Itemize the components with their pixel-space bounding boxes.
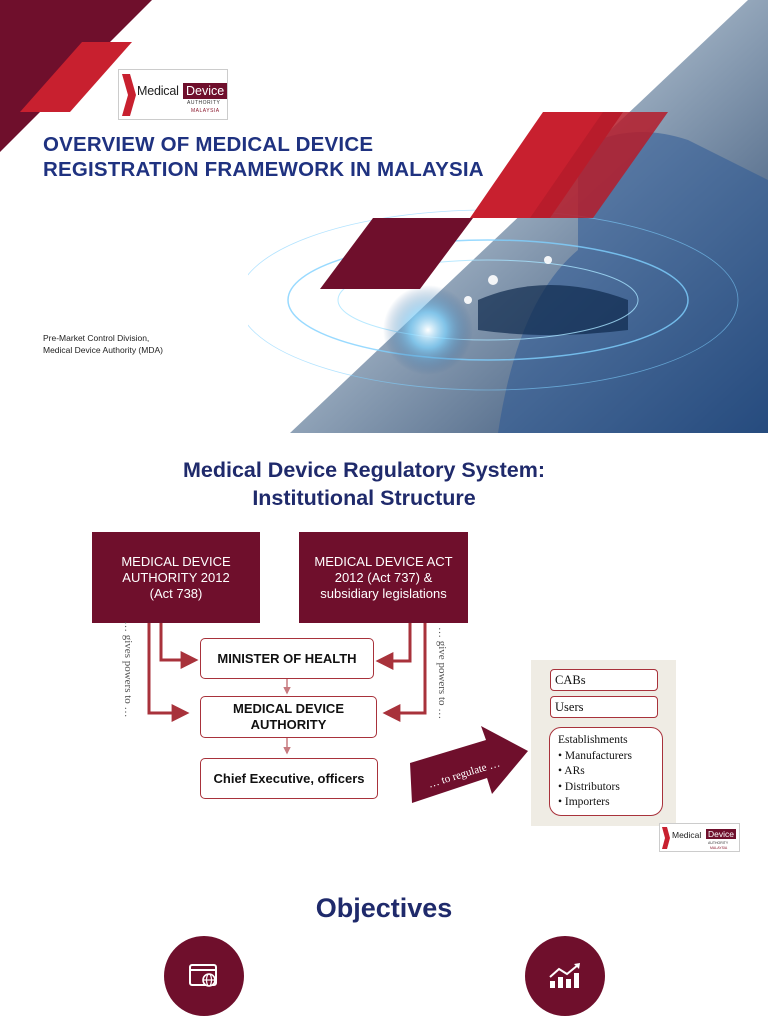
cabs-box: CABs xyxy=(550,669,658,691)
title-line-1: OVERVIEW OF MEDICAL DEVICE xyxy=(43,133,374,156)
logo-sub-authority: AUTHORITY xyxy=(708,841,729,845)
logo-word-device: Device xyxy=(183,83,228,99)
cabs-label: CABs xyxy=(555,672,586,687)
presentation-title: OVERVIEW OF MEDICAL DEVICE REGISTRATION … xyxy=(43,132,603,182)
list-item: Distributors xyxy=(558,780,662,796)
users-label: Users xyxy=(555,699,584,714)
bar-trend-icon xyxy=(549,963,580,988)
mda-logo: Medical Device AUTHORITY MALAYSIA xyxy=(118,69,228,120)
list-item: Manufacturers xyxy=(558,749,662,765)
logo-mark-icon xyxy=(662,827,670,849)
title-slide: Medical Device AUTHORITY MALAYSIA OVERVI… xyxy=(0,0,768,433)
structure-title-line-2: Institutional Structure xyxy=(252,486,476,510)
growth-chart-icon xyxy=(525,936,605,1016)
mda-act-label: MEDICAL DEVICE AUTHORITY 2012 (Act 738) xyxy=(121,553,231,601)
establishments-label: Establishments xyxy=(558,734,628,746)
chief-box: Chief Executive, officers xyxy=(200,758,378,799)
presenter-info: Pre-Market Control Division, Medical Dev… xyxy=(43,332,163,356)
objectives-title: Objectives xyxy=(315,893,453,923)
authority-box: MEDICAL DEVICE AUTHORITY xyxy=(200,696,377,738)
web-page-icon xyxy=(189,964,217,987)
logo-sub-malaysia: MALAYSIA xyxy=(710,846,728,850)
division-name: Pre-Market Control Division, xyxy=(43,333,150,343)
logo-word-medical: Medical xyxy=(137,84,179,98)
minister-label: MINISTER OF HEALTH xyxy=(217,650,357,666)
mda-act-box: MEDICAL DEVICE AUTHORITY 2012 (Act 738) xyxy=(92,532,260,623)
logo-sub-authority: AUTHORITY xyxy=(187,100,221,106)
globe-web-icon xyxy=(164,936,244,1016)
title-line-2: REGISTRATION FRAMEWORK IN MALAYSIA xyxy=(43,158,484,181)
chief-label: Chief Executive, officers xyxy=(213,770,365,786)
list-item: ARs xyxy=(558,764,662,780)
establishments-box: Establishments Manufacturers ARs Distrib… xyxy=(549,727,663,816)
gives-powers-label: … gives powers to … xyxy=(122,621,134,718)
list-item: Importers xyxy=(558,795,662,811)
logo-mark-icon xyxy=(122,74,136,116)
users-box: Users xyxy=(550,696,658,718)
logo-word-medical: Medical xyxy=(672,830,702,840)
mda-logo-small: Medical Device AUTHORITY MALAYSIA xyxy=(659,823,740,852)
md-act-box: MEDICAL DEVICE ACT 2012 (Act 737) & subs… xyxy=(299,532,468,623)
minister-box: MINISTER OF HEALTH xyxy=(200,638,374,679)
flow-arrows xyxy=(147,623,528,803)
md-act-label: MEDICAL DEVICE ACT 2012 (Act 737) & subs… xyxy=(314,553,453,601)
give-powers-label: … give powers to … xyxy=(436,627,448,720)
objectives-slide: Objectives xyxy=(0,875,768,1024)
authority-name: Medical Device Authority (MDA) xyxy=(43,345,163,355)
hero-photo xyxy=(248,0,768,433)
establishments-list: Manufacturers ARs Distributors Importers xyxy=(558,749,662,811)
logo-word-device: Device xyxy=(706,829,736,839)
structure-title: Medical Device Regulatory System: Instit… xyxy=(0,456,728,512)
logo-sub-malaysia: MALAYSIA xyxy=(191,108,220,114)
structure-slide: Medical Device Regulatory System: Instit… xyxy=(0,433,768,875)
authority-label: MEDICAL DEVICE AUTHORITY xyxy=(233,701,344,732)
structure-title-line-1: Medical Device Regulatory System: xyxy=(182,458,546,482)
red-stripe xyxy=(20,42,132,112)
